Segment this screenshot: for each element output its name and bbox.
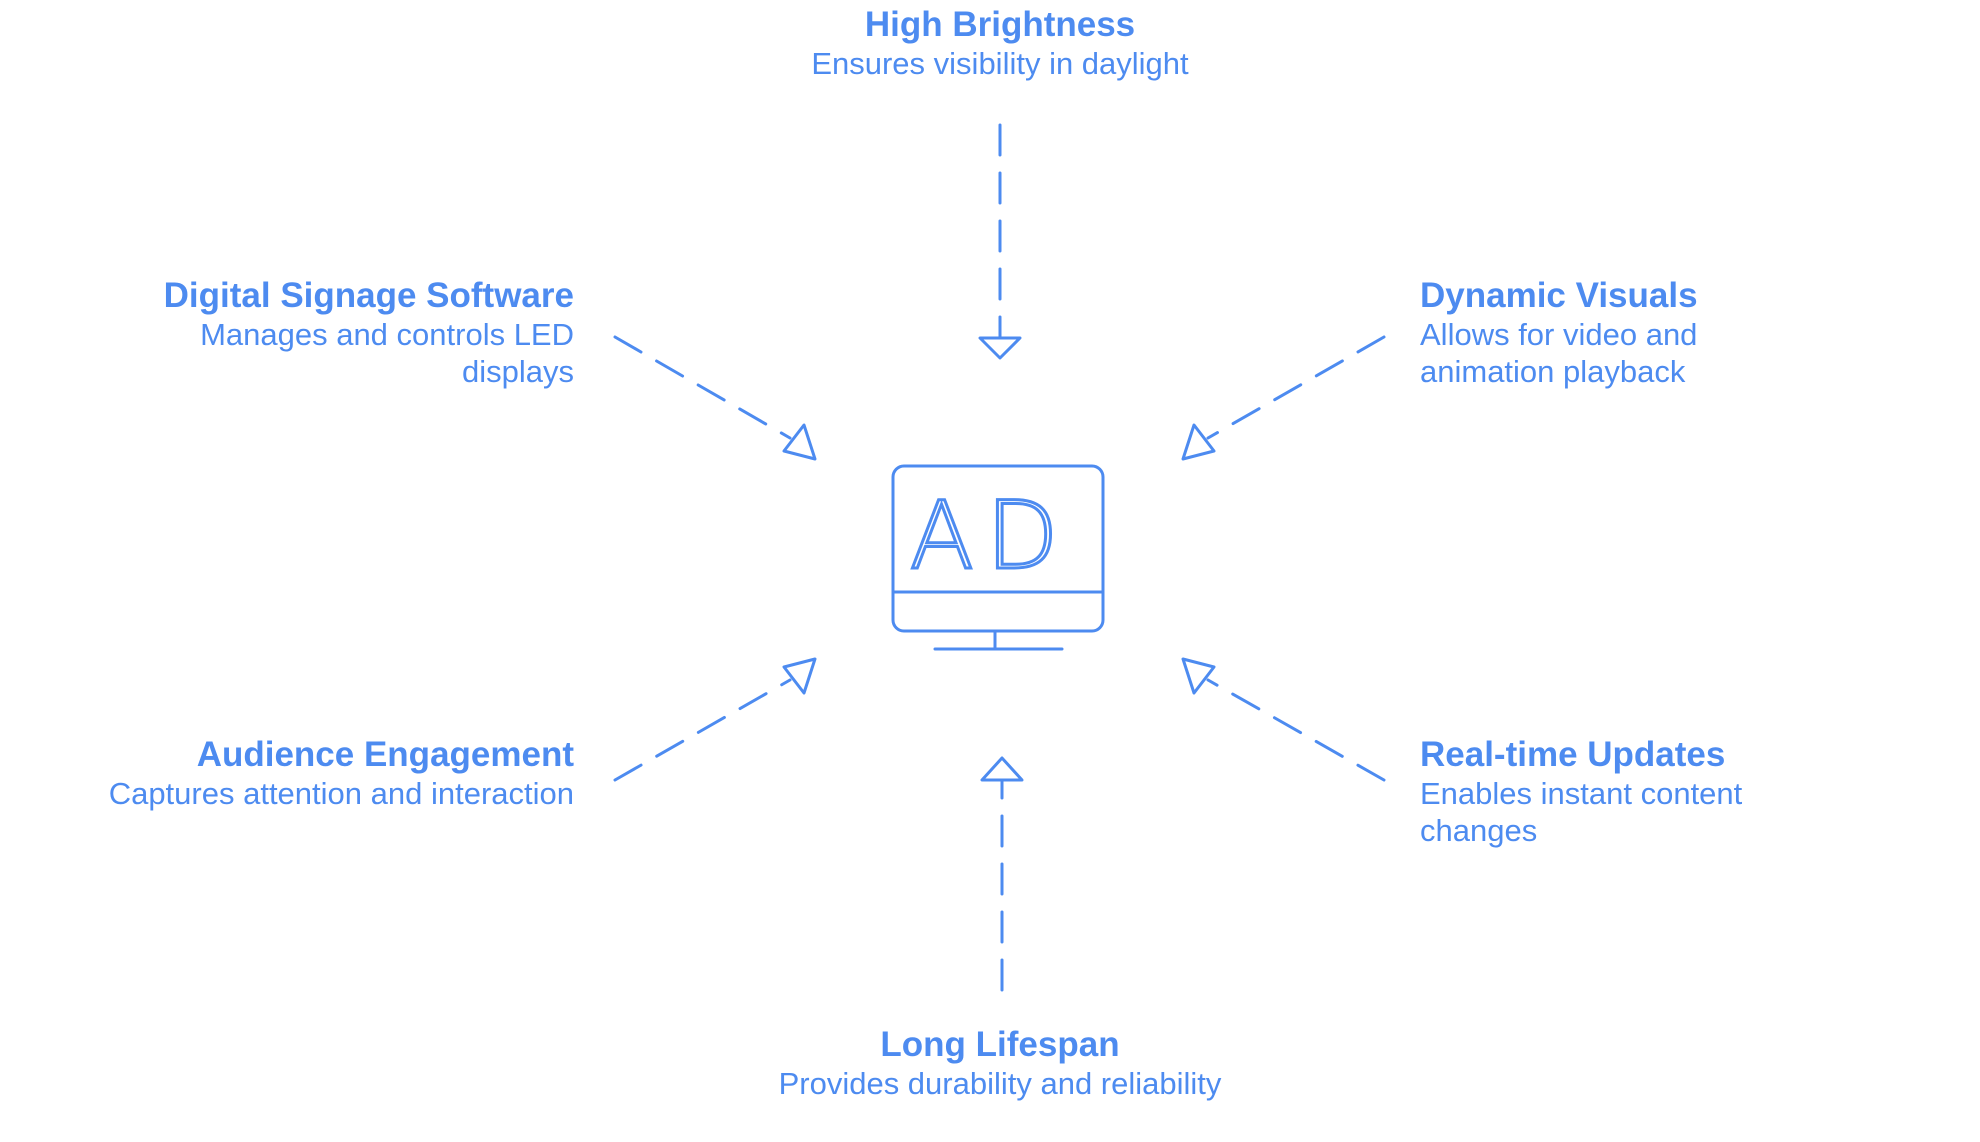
node-title: Real-time Updates: [1420, 735, 1726, 774]
node-description: Ensures visibility in daylight: [811, 46, 1189, 81]
node-description: Allows for video and animation playback: [1420, 317, 1698, 389]
node-high-brightness: High Brightness Ensures visibility in da…: [700, 5, 1300, 82]
arrow-lower-left-to-center: [613, 657, 817, 782]
node-audience-engagement: Audience Engagement Captures attention a…: [80, 735, 574, 812]
monitor-screen-text: AD: [910, 482, 1071, 591]
node-title: Digital Signage Software: [163, 276, 574, 315]
node-description: Provides durability and reliability: [778, 1066, 1222, 1101]
node-long-lifespan: Long Lifespan Provides durability and re…: [700, 1025, 1300, 1102]
node-title: Long Lifespan: [880, 1025, 1120, 1064]
node-dynamic-visuals: Dynamic Visuals Allows for video and ani…: [1420, 276, 1840, 390]
arrow-upper-right-to-center: [1181, 335, 1386, 461]
node-real-time-updates: Real-time Updates Enables instant conten…: [1420, 735, 1840, 849]
node-title: High Brightness: [864, 5, 1136, 44]
arrow-upper-left-to-center: [613, 335, 817, 461]
arrow-bottom-to-center: [980, 756, 1024, 992]
node-digital-signage-software: Digital Signage Software Manages and con…: [80, 276, 574, 390]
ad-monitor-icon: [891, 464, 1105, 651]
arrow-top-to-center: [978, 123, 1022, 360]
node-description: Manages and controls LED displays: [200, 317, 574, 389]
arrow-lower-right-to-center: [1181, 657, 1386, 782]
node-title: Dynamic Visuals: [1420, 276, 1698, 315]
node-description: Captures attention and interaction: [108, 776, 574, 811]
node-title: Audience Engagement: [196, 735, 574, 774]
node-description: Enables instant content changes: [1420, 776, 1743, 848]
